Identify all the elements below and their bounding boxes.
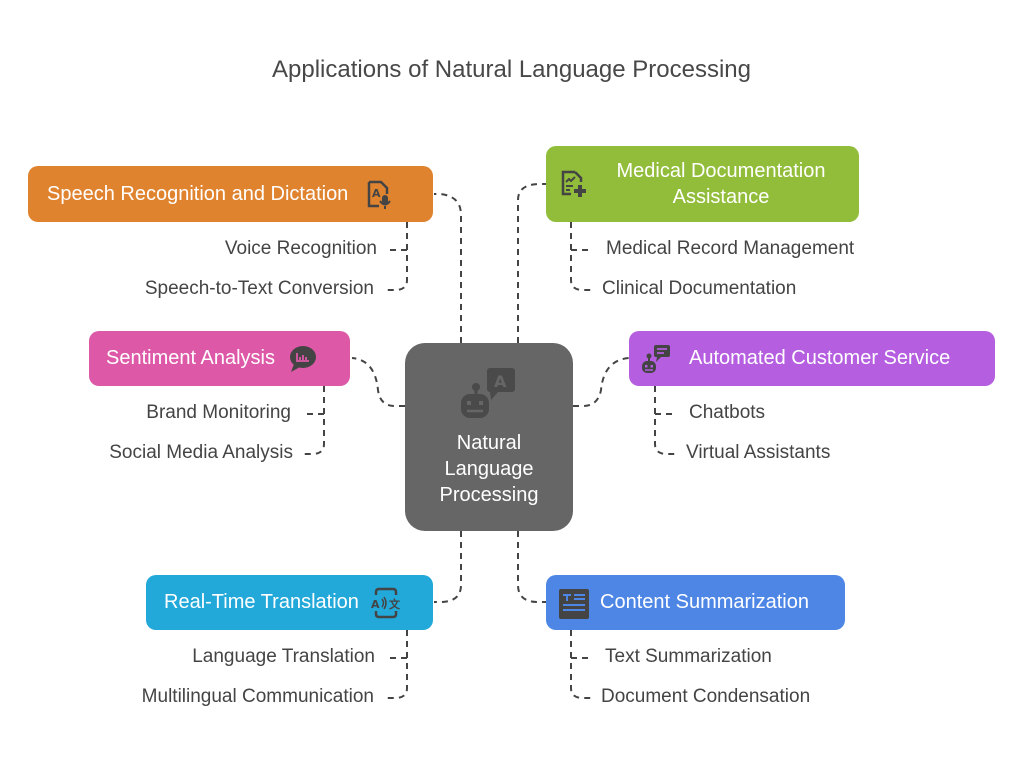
branch-label: Content Summarization bbox=[600, 591, 809, 613]
list-item: Text Summarization bbox=[605, 646, 772, 667]
svg-text:A: A bbox=[494, 372, 507, 391]
center-node-nlp[interactable]: A Natural Language Processing bbox=[405, 343, 573, 531]
branch-speech-recognition[interactable]: Speech Recognition and Dictation A bbox=[28, 166, 433, 222]
list-item: Clinical Documentation bbox=[602, 278, 797, 299]
connector-summarization-items bbox=[570, 630, 591, 699]
svg-text:A: A bbox=[371, 598, 380, 611]
list-item: Brand Monitoring bbox=[146, 402, 291, 423]
branch-sentiment-analysis[interactable]: Sentiment Analysis bbox=[89, 331, 350, 386]
robot-chat-icon: A bbox=[461, 366, 517, 422]
connector-translation-items bbox=[387, 630, 408, 699]
connector-sentiment-items bbox=[304, 386, 325, 455]
connector-medical-items bbox=[570, 222, 591, 291]
connector-center-medical bbox=[517, 183, 546, 343]
text-document-icon bbox=[556, 586, 590, 620]
branch-label: Real-Time Translation bbox=[164, 591, 359, 613]
list-item: Virtual Assistants bbox=[686, 442, 831, 463]
center-label: Natural Language Processing bbox=[439, 432, 539, 506]
document-microphone-icon: A bbox=[362, 177, 396, 211]
branch-content-summarization[interactable]: Content Summarization bbox=[546, 575, 845, 630]
list-item: Multilingual Communication bbox=[141, 686, 374, 707]
list-item: Language Translation bbox=[192, 646, 375, 667]
branch-medical-documentation[interactable]: Medical Documentation Assistance bbox=[546, 146, 859, 222]
svg-text:文: 文 bbox=[389, 597, 401, 611]
list-item: Document Condensation bbox=[601, 686, 811, 707]
list-item: Medical Record Management bbox=[606, 238, 855, 259]
connector-speech-items bbox=[387, 222, 408, 291]
list-item: Speech-to-Text Conversion bbox=[144, 278, 374, 299]
connector-center-translation bbox=[434, 531, 462, 603]
chat-bar-chart-icon bbox=[285, 342, 319, 376]
connector-center-customer bbox=[573, 357, 630, 407]
medical-document-plus-icon bbox=[556, 167, 590, 201]
diagram-title: Applications of Natural Language Process… bbox=[272, 56, 751, 83]
list-item: Voice Recognition bbox=[224, 238, 377, 259]
branch-label: Speech Recognition and Dictation bbox=[47, 182, 349, 205]
branch-label: Automated Customer Service bbox=[689, 347, 951, 369]
connector-customer-items bbox=[654, 386, 675, 455]
robot-message-icon bbox=[639, 342, 673, 376]
branch-automated-customer-service[interactable]: Automated Customer Service bbox=[629, 331, 995, 386]
list-item: Social Media Analysis bbox=[109, 442, 293, 463]
branch-label: Medical Documentation Assistance bbox=[616, 160, 826, 208]
connector-center-summarization bbox=[517, 531, 546, 603]
branch-label: Sentiment Analysis bbox=[106, 347, 275, 369]
svg-text:A: A bbox=[372, 187, 381, 200]
connector-center-speech bbox=[434, 193, 462, 343]
connector-center-sentiment bbox=[351, 357, 405, 407]
list-item: Chatbots bbox=[689, 402, 766, 423]
